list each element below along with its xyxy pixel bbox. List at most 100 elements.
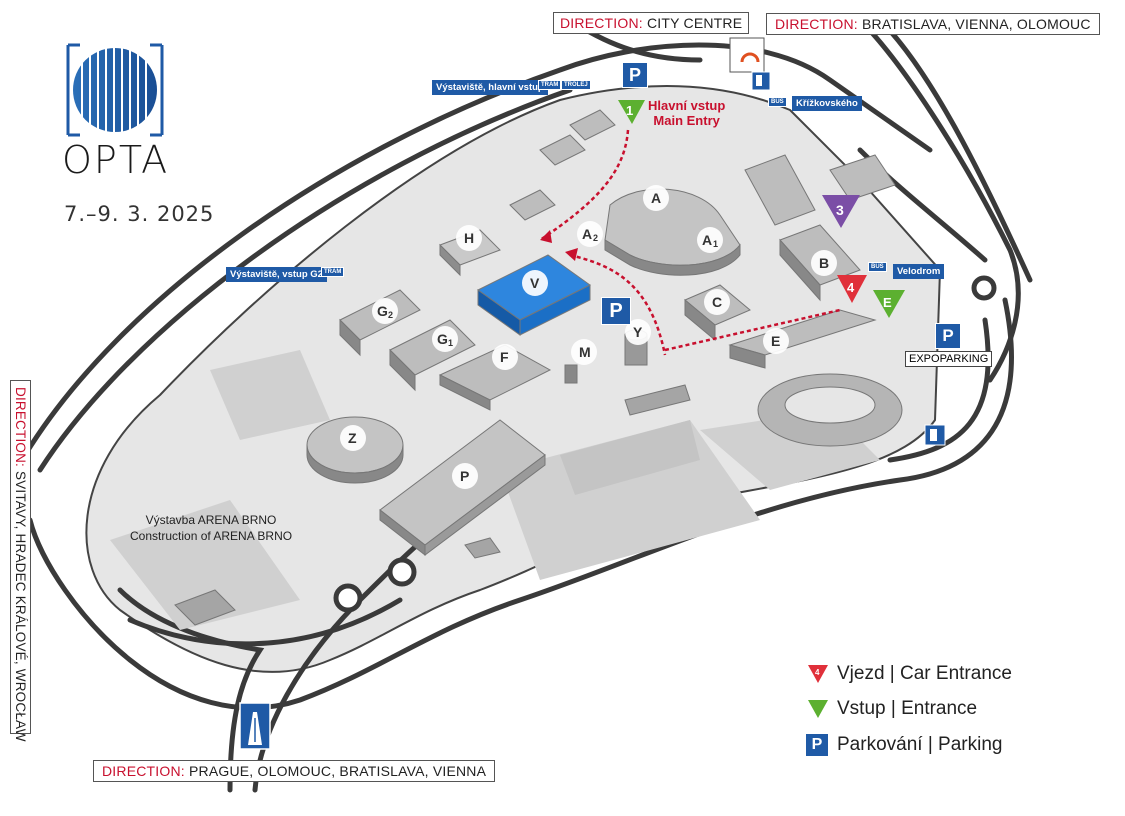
hall-label-a2: A (582, 226, 592, 242)
arena-cz: Výstavba ARENA BRNO (145, 513, 277, 527)
direction-text: BRATISLAVA, VIENNA, OLOMOUC (861, 16, 1091, 32)
fuel-station-icon (751, 71, 771, 91)
tram-icon: TRAM (321, 267, 345, 277)
hall-label-g2: G (377, 303, 388, 319)
legend-item-parking: P Parkování | Parking (805, 733, 1002, 757)
legend-label: Vjezd | Car Entrance (837, 663, 1012, 684)
entrance-1-number: 1 (626, 103, 633, 118)
event-logo-text: OPTA (62, 138, 170, 182)
gate-4-number: 4 (847, 280, 855, 295)
bus-icon: BUS (768, 97, 787, 107)
stop-krizkovskeho: Křížkovského (792, 96, 862, 111)
hall-sub-g2: 2 (388, 310, 393, 320)
main-entry-en: Main Entry (653, 113, 720, 128)
arena-en: Construction of ARENA BRNO (130, 529, 293, 543)
gate-e-letter: E (883, 295, 892, 310)
hall-label-v: V (530, 275, 540, 291)
direction-svitavy: DIRECTION: SVITAVY, HRADEC KRÁLOVÉ, WROC… (10, 380, 31, 742)
direction-prague: DIRECTION: PRAGUE, OLOMOUC, BRATISLAVA, … (93, 760, 496, 782)
legend-item-car-entrance: 4 Vjezd | Car Entrance (807, 663, 1012, 685)
hall-marker-y (625, 319, 651, 345)
route-arrow (540, 230, 552, 243)
entry-route (539, 129, 841, 356)
hall-marker-z (340, 425, 366, 451)
direction-text: SVITAVY, HRADEC KRÁLOVÉ, WROCŁAW (13, 470, 28, 742)
direction-text: PRAGUE, OLOMOUC, BRATISLAVA, VIENNA (188, 763, 487, 779)
hall-label-a: A (651, 190, 661, 206)
hall-marker-e (763, 328, 789, 354)
hall-label-y: Y (633, 324, 643, 340)
car-entrance-icon: 4 (808, 665, 828, 683)
hall-sub-g1: 1 (448, 338, 453, 348)
stop-velodrom: Velodrom (893, 264, 945, 279)
gate-3-marker (822, 195, 860, 228)
fuel-station-icon (924, 424, 946, 446)
parking-icon: P (622, 62, 648, 88)
entrance-icon (808, 700, 828, 718)
entrance-e-marker (873, 290, 905, 318)
stop-label: Velodrom (897, 266, 941, 277)
direction-prefix: DIRECTION: (13, 387, 28, 468)
entrance-1-marker (618, 100, 645, 124)
hall-marker-c (704, 289, 730, 315)
road-network (22, 17, 1033, 793)
direction-prefix: DIRECTION: (102, 763, 185, 779)
hall-marker-v (522, 270, 548, 296)
bvv-sign (729, 37, 765, 73)
hall-label-z: Z (348, 430, 357, 446)
legend-item-entrance: Vstup | Entrance (807, 698, 977, 720)
svg-text:4: 4 (815, 668, 820, 677)
stop-label: Křížkovského (796, 98, 858, 109)
hall-label-f: F (500, 349, 509, 365)
opta-logo (66, 43, 164, 137)
stop-vystaviste-main: Výstaviště, hlavní vstup (432, 80, 548, 95)
tram-icon: TRAM (538, 80, 562, 90)
stop-label: Výstaviště, vstup G2 (230, 269, 323, 280)
hall-label-e: E (771, 333, 780, 349)
expoparking-label: EXPOPARKING (905, 351, 993, 367)
gate-3-number: 3 (836, 202, 844, 218)
direction-prefix: DIRECTION: (560, 15, 643, 31)
hall-label-h: H (464, 230, 474, 246)
hall-label-b: B (819, 255, 829, 271)
event-dates: 7.–9. 3. 2025 (64, 202, 215, 226)
route-arrow (565, 248, 578, 261)
main-entry-label: Hlavní vstup Main Entry (648, 98, 725, 128)
car-entrance-4-marker (837, 275, 867, 303)
hall-label-c: C (712, 294, 722, 310)
bus-icon: BUS (868, 262, 887, 272)
stop-label: Výstaviště, hlavní vstup (436, 82, 544, 93)
parking-icon: P (935, 323, 961, 349)
hall-label-p: P (460, 468, 469, 484)
legend-label: Vstup | Entrance (837, 698, 978, 719)
hall-marker-a2 (577, 221, 603, 247)
hall-marker-g1 (432, 326, 458, 352)
hall-label-a1: A (702, 232, 712, 248)
hall-marker-a1 (697, 227, 723, 253)
hall-marker-p (452, 463, 478, 489)
gate-markers: 1 3 4 E (618, 100, 905, 318)
buildings (174, 109, 903, 626)
parking-icon: P (601, 297, 631, 325)
hall-marker-g2 (372, 298, 398, 324)
roundabout (387, 557, 417, 587)
roundabout (971, 275, 997, 301)
hall-marker-b (811, 250, 837, 276)
direction-prefix: DIRECTION: (775, 16, 858, 32)
trolleybus-icon: TROLEJ (561, 80, 591, 90)
arena-construction-label: Výstavba ARENA BRNO Construction of AREN… (130, 512, 292, 544)
hall-sub-a2: 2 (593, 233, 598, 243)
stop-vystaviste-g2: Výstaviště, vstup G2 (226, 267, 327, 282)
direction-bratislava-vienna-olomouc: DIRECTION: BRATISLAVA, VIENNA, OLOMOUC (766, 13, 1100, 35)
hall-marker-a (643, 185, 669, 211)
roundabout (333, 583, 363, 613)
hall-label-g1: G (437, 331, 448, 347)
parking-icon: P (805, 733, 829, 757)
direction-text: CITY CENTRE (646, 15, 743, 31)
hall-label-m: M (579, 344, 591, 360)
direction-city-centre: DIRECTION: CITY CENTRE (553, 12, 750, 34)
hall-marker-h (456, 225, 482, 251)
main-entry-cz: Hlavní vstup (648, 98, 726, 113)
